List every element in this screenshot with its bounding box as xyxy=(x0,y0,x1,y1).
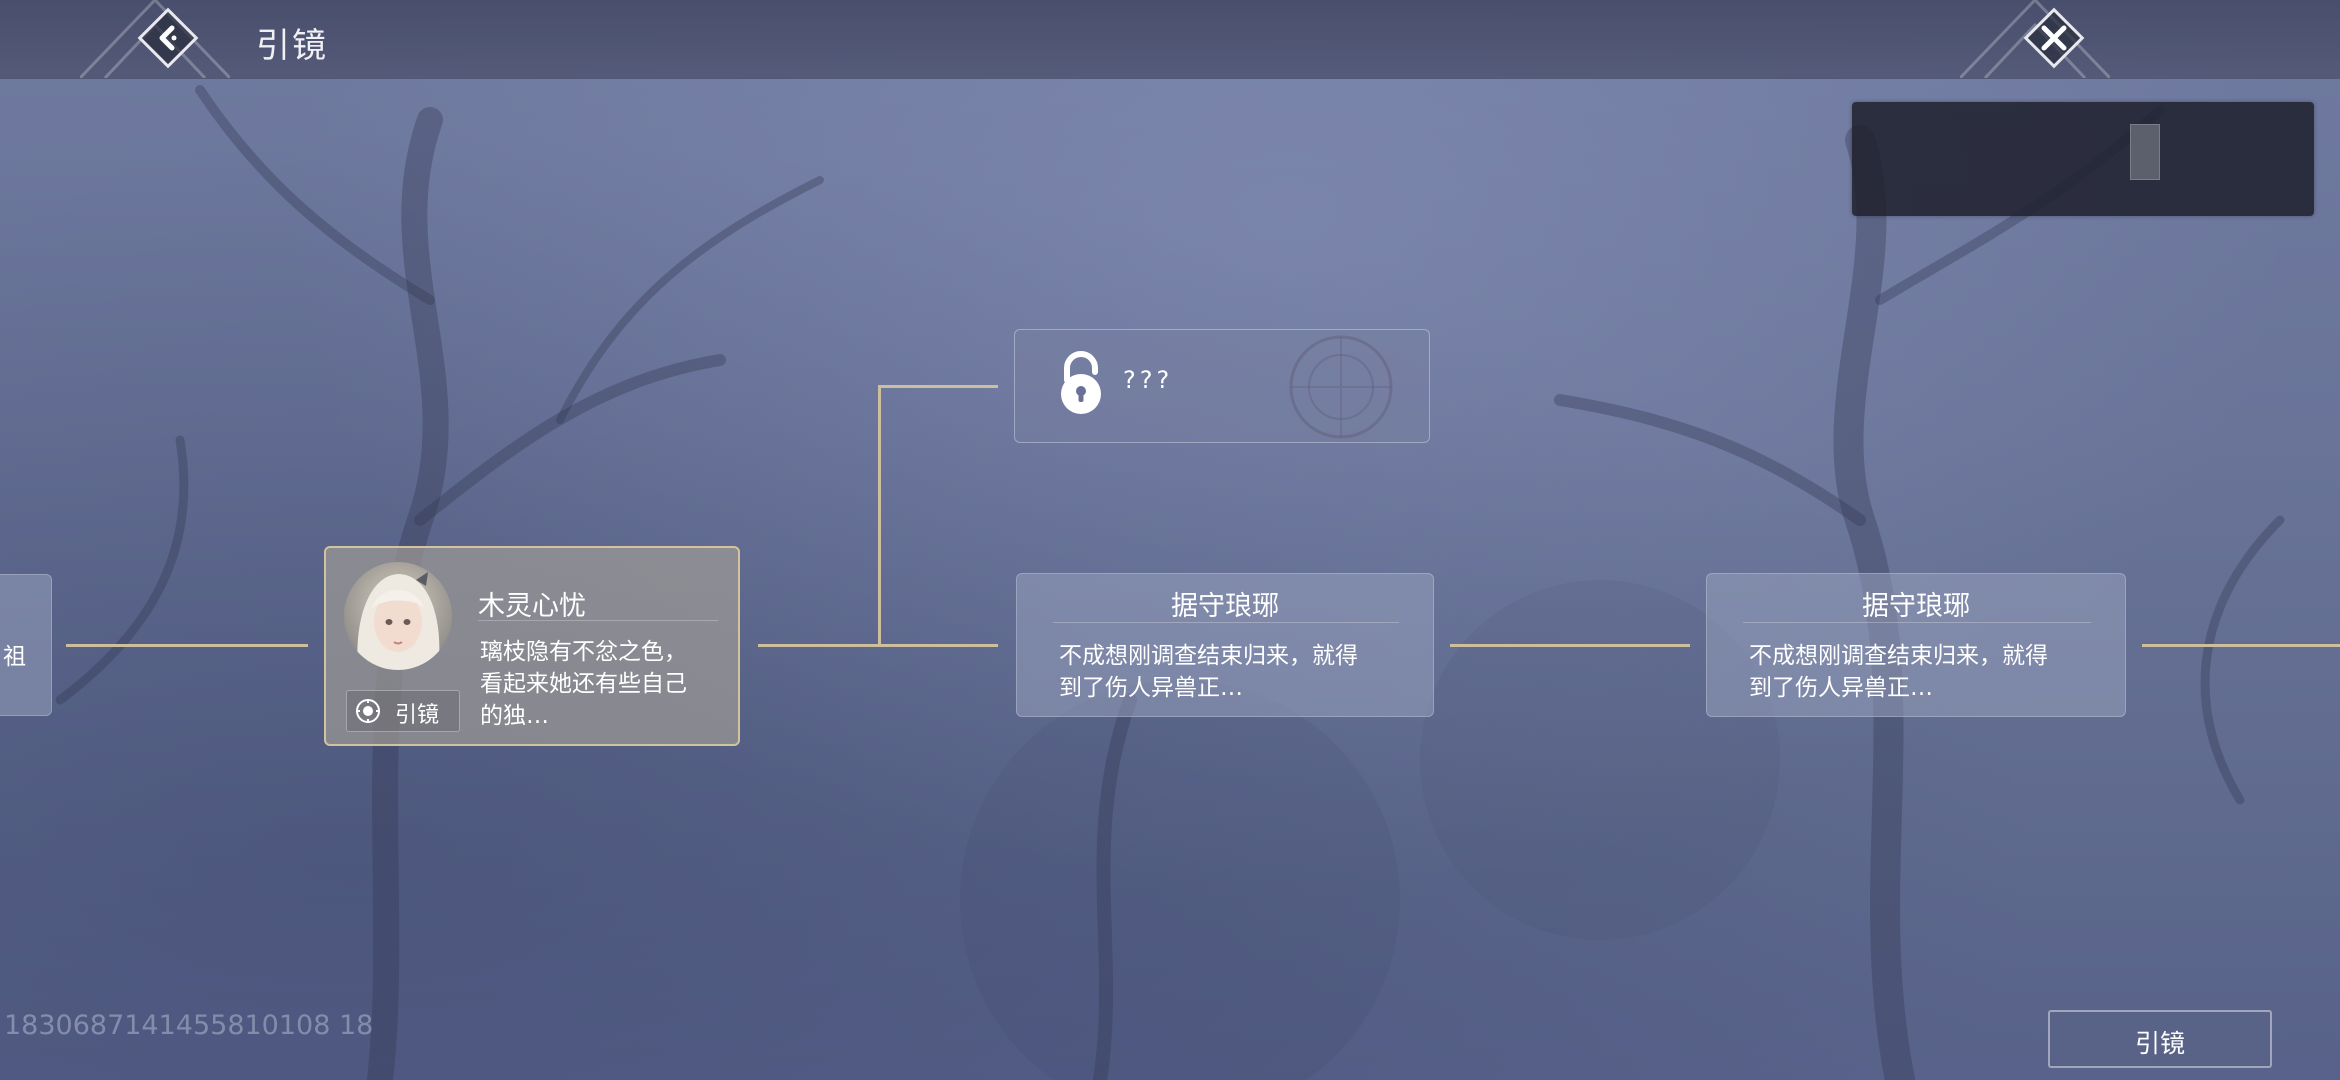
close-button[interactable] xyxy=(2020,4,2088,72)
mirror-badge: 引镜 xyxy=(346,690,460,732)
page-title: 引镜 xyxy=(256,26,328,66)
story-card-a[interactable]: 据守琅琊 不成想刚调查结束归来，就得 到了伤人异兽正… xyxy=(1016,573,1434,717)
back-button[interactable] xyxy=(134,4,202,72)
connector-a-to-b xyxy=(1450,644,1690,647)
card-desc-line-1: 不成想刚调查结束归来，就得 xyxy=(1059,643,1358,669)
top-bar: 引镜 xyxy=(0,0,2340,79)
card-divider xyxy=(478,620,718,621)
card-desc-line-2: 到了伤人异兽正… xyxy=(1749,675,1933,701)
mirror-button[interactable]: 引镜 xyxy=(2048,1010,2272,1068)
card-desc-line-1: 不成想刚调查结束归来，就得 xyxy=(1749,643,2048,669)
story-card-featured[interactable]: 木灵心忧 璃枝隐有不忿之色， 看起来她还有些自己 的独… 引镜 xyxy=(324,546,740,746)
connector-right xyxy=(2142,644,2340,647)
unlock-icon xyxy=(1061,351,1101,414)
connector-left xyxy=(66,644,308,647)
card-divider xyxy=(1743,622,2091,623)
character-avatar-icon xyxy=(344,562,452,670)
user-id-watermark: 1830687141455810108 18 xyxy=(4,1010,374,1041)
character-portrait xyxy=(344,562,452,670)
story-card-b[interactable]: 据守琅琊 不成想刚调查结束归来，就得 到了伤人异兽正… xyxy=(1706,573,2126,717)
chevron-left-icon xyxy=(137,7,199,69)
topbar-pattern-right xyxy=(1960,0,2110,78)
close-icon xyxy=(2023,7,2085,69)
story-card-locked[interactable]: ??? xyxy=(1014,329,1430,443)
card-desc-line-2: 到了伤人异兽正… xyxy=(1059,675,1243,701)
sigil-watermark-icon xyxy=(1289,335,1393,439)
card-title: 木灵心忧 xyxy=(478,591,586,622)
card-desc-line-1: 璃枝隐有不忿之色， xyxy=(480,639,687,665)
info-panel xyxy=(1852,102,2314,216)
info-slot xyxy=(2130,124,2160,180)
mirror-emblem-icon xyxy=(356,699,380,723)
badge-label: 引镜 xyxy=(395,703,440,728)
card-desc-line-3: 的独… xyxy=(480,703,549,729)
card-title: 据守琅琊 xyxy=(1862,591,1970,622)
card-divider xyxy=(1053,622,1399,623)
locked-title: ??? xyxy=(1123,366,1174,394)
mirror-button-label: 引镜 xyxy=(2134,1029,2185,1058)
connector-branch-top xyxy=(878,385,998,388)
card-desc-fragment: 祖 xyxy=(3,644,26,670)
story-card-partial-left[interactable]: 祖 xyxy=(0,574,52,716)
card-title: 据守琅琊 xyxy=(1171,591,1279,622)
connector-branch-vertical xyxy=(878,385,881,646)
card-desc-line-2: 看起来她还有些自己 xyxy=(480,671,687,697)
